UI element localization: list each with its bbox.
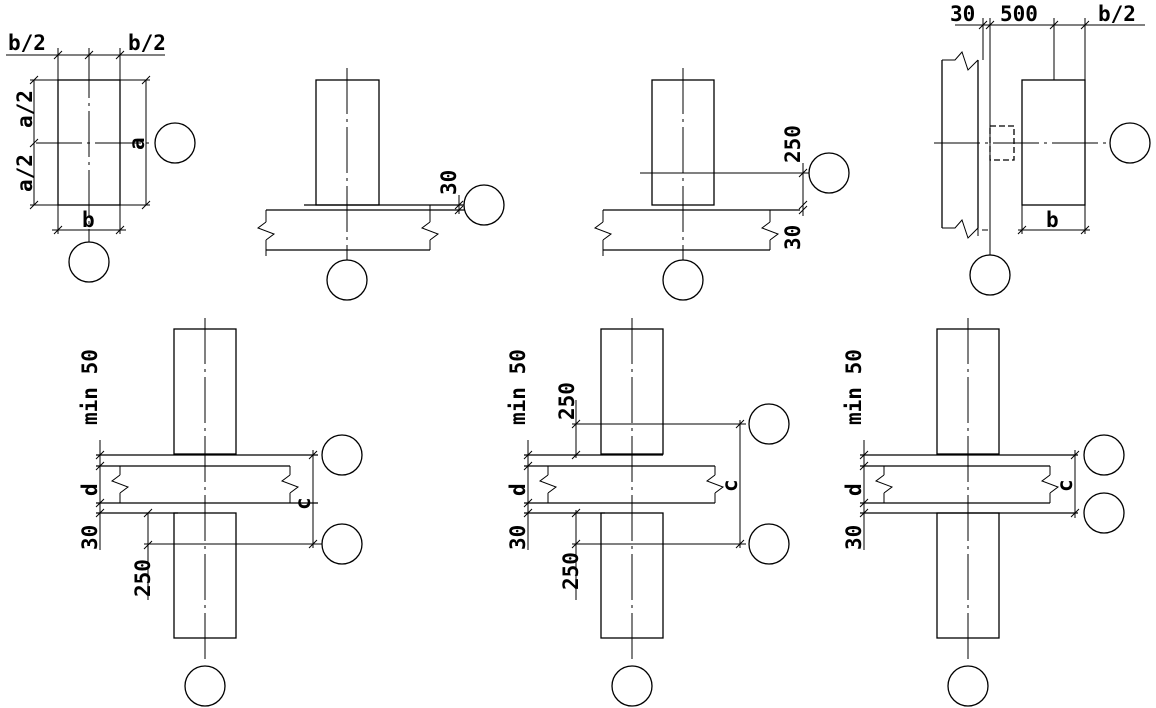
reference-circle-lower bbox=[321, 523, 363, 565]
detail-column-through-slab-2: min 50 d 30 250 250 c bbox=[506, 318, 790, 707]
label-b: b bbox=[82, 208, 95, 232]
reference-circle-lower bbox=[1083, 492, 1125, 534]
reference-circle-bottom bbox=[969, 254, 1011, 296]
label-250: 250 bbox=[131, 559, 155, 597]
reference-circle-bottom bbox=[184, 665, 226, 707]
detail-column-plan: b/2 b/2 a/2 a/2 a b bbox=[6, 31, 196, 283]
reference-circle-lower bbox=[748, 523, 790, 565]
label-30: 30 bbox=[950, 2, 975, 26]
reference-circle-right bbox=[1109, 122, 1151, 164]
reference-circle-right bbox=[463, 184, 505, 226]
label-d: d bbox=[506, 483, 530, 496]
label-250-upper: 250 bbox=[555, 382, 579, 420]
reference-circle-bottom bbox=[611, 665, 653, 707]
detail-column-base-250: 250 30 bbox=[593, 68, 850, 301]
reference-circle-bottom bbox=[662, 259, 704, 301]
label-500: 500 bbox=[1000, 2, 1038, 26]
reference-circle-right bbox=[808, 152, 850, 194]
detail-column-through-slab-1: min 50 d 30 250 c bbox=[78, 318, 363, 707]
label-a-half-bottom: a/2 bbox=[13, 154, 37, 192]
label-c: c bbox=[1053, 479, 1077, 492]
label-min-50: min 50 bbox=[506, 349, 530, 425]
label-a: a bbox=[125, 137, 149, 150]
label-b-half-left: b/2 bbox=[8, 31, 46, 55]
label-c: c bbox=[718, 479, 742, 492]
reference-circle-upper bbox=[1083, 434, 1125, 476]
label-min-50: min 50 bbox=[842, 349, 866, 425]
reference-circle-right bbox=[154, 122, 196, 164]
reference-circle-bottom bbox=[68, 241, 110, 283]
label-b-half: b/2 bbox=[1098, 2, 1136, 26]
reference-circle-bottom bbox=[326, 259, 368, 301]
label-min-50: min 50 bbox=[78, 349, 102, 425]
label-250-lower: 250 bbox=[559, 552, 583, 590]
label-30: 30 bbox=[781, 225, 805, 250]
label-b: b bbox=[1046, 208, 1059, 232]
reference-circle-upper bbox=[321, 434, 363, 476]
label-b-half-right: b/2 bbox=[128, 31, 166, 55]
label-30: 30 bbox=[437, 170, 461, 195]
detail-column-through-slab-3: min 50 d 30 c bbox=[842, 318, 1125, 707]
label-d: d bbox=[842, 483, 866, 496]
label-30: 30 bbox=[506, 525, 530, 550]
label-30: 30 bbox=[842, 525, 866, 550]
label-250: 250 bbox=[781, 125, 805, 163]
label-30: 30 bbox=[78, 525, 102, 550]
label-d: d bbox=[78, 483, 102, 496]
reference-circle-bottom bbox=[947, 665, 989, 707]
label-c: c bbox=[291, 497, 315, 510]
label-a-half-top: a/2 bbox=[13, 90, 37, 128]
detail-column-at-wall: 30 500 b/2 b bbox=[934, 2, 1151, 296]
reference-circle-upper bbox=[748, 403, 790, 445]
detail-column-base-30: 30 bbox=[256, 68, 505, 301]
